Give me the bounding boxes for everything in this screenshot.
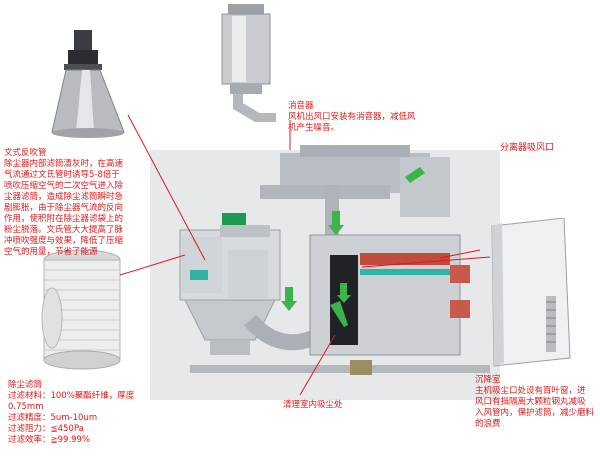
silencer-annotation: 消音器 风机出风口安装有消音器，减低风 机产生噪音。 [288,101,416,134]
venturi-line: 作用，使积附在除尘器滤袋上的 [4,214,123,225]
venturi-line: 喷吹压缩空气的二次空气进入除 [4,181,123,192]
silencer-line: 机产生噪音。 [288,123,416,134]
filter-line: 过滤精度：5um-10um [8,413,134,424]
venturi-line: 冲喷吹强度与效果，降低了压缩 [4,236,123,247]
venturi-line: 尘器滤筒，造成除尘滤筒瞬时急 [4,192,123,203]
filter-title: 除尘滤筒 [8,380,134,391]
cleanroom-dust-intake-label: 清理室内吸尘处 [283,398,343,410]
settling-line: 风口有挡隔离大颗粒钢丸减吸 [475,397,594,408]
settling-line: 入风管内，保护滤筒，减少磨料 [475,408,594,419]
venturi-line: 粉尘脱落。文氏管大大提高了脉 [4,225,123,236]
filter-line: 过滤材料：100%聚酯纤维，厚度 [8,391,134,402]
venturi-annotation: 文式反吹管 除尘器内部滤筒清灰时，在高速 气流通过文氏管时诱导5-8倍于 喷吹压… [4,148,123,258]
venturi-line: 气流通过文氏管时诱导5-8倍于 [4,170,123,181]
silencer-title: 消音器 [288,101,416,112]
separator-inlet-label: 分离器吸风口 [500,140,554,153]
venturi-title: 文式反吹管 [4,148,123,159]
settling-line: 的浪费 [475,419,594,430]
settling-title: 沉降室 [475,375,594,386]
venturi-line: 空气的用量，节省了能源 [4,247,123,258]
settling-annotation: 沉降室 主机吸尘口处设有百叶窗，进 风口有挡隔离大颗粒钢丸减吸 入风管内，保护滤… [475,375,594,430]
venturi-line: 剧膨胀，由于除尘器气流的反向 [4,203,123,214]
filter-line: 0.75mm [8,402,134,413]
filter-line: 过滤效率：≧99.99% [8,435,134,446]
filter-annotation: 除尘滤筒 过滤材料：100%聚酯纤维，厚度 0.75mm 过滤精度：5um-10… [8,380,134,446]
settling-line: 主机吸尘口处设有百叶窗，进 [475,386,594,397]
filter-line: 过滤阻力：≦450Pa [8,424,134,435]
venturi-line: 除尘器内部滤筒清灰时，在高速 [4,159,123,170]
silencer-line: 风机出风口安装有消音器，减低风 [288,112,416,123]
